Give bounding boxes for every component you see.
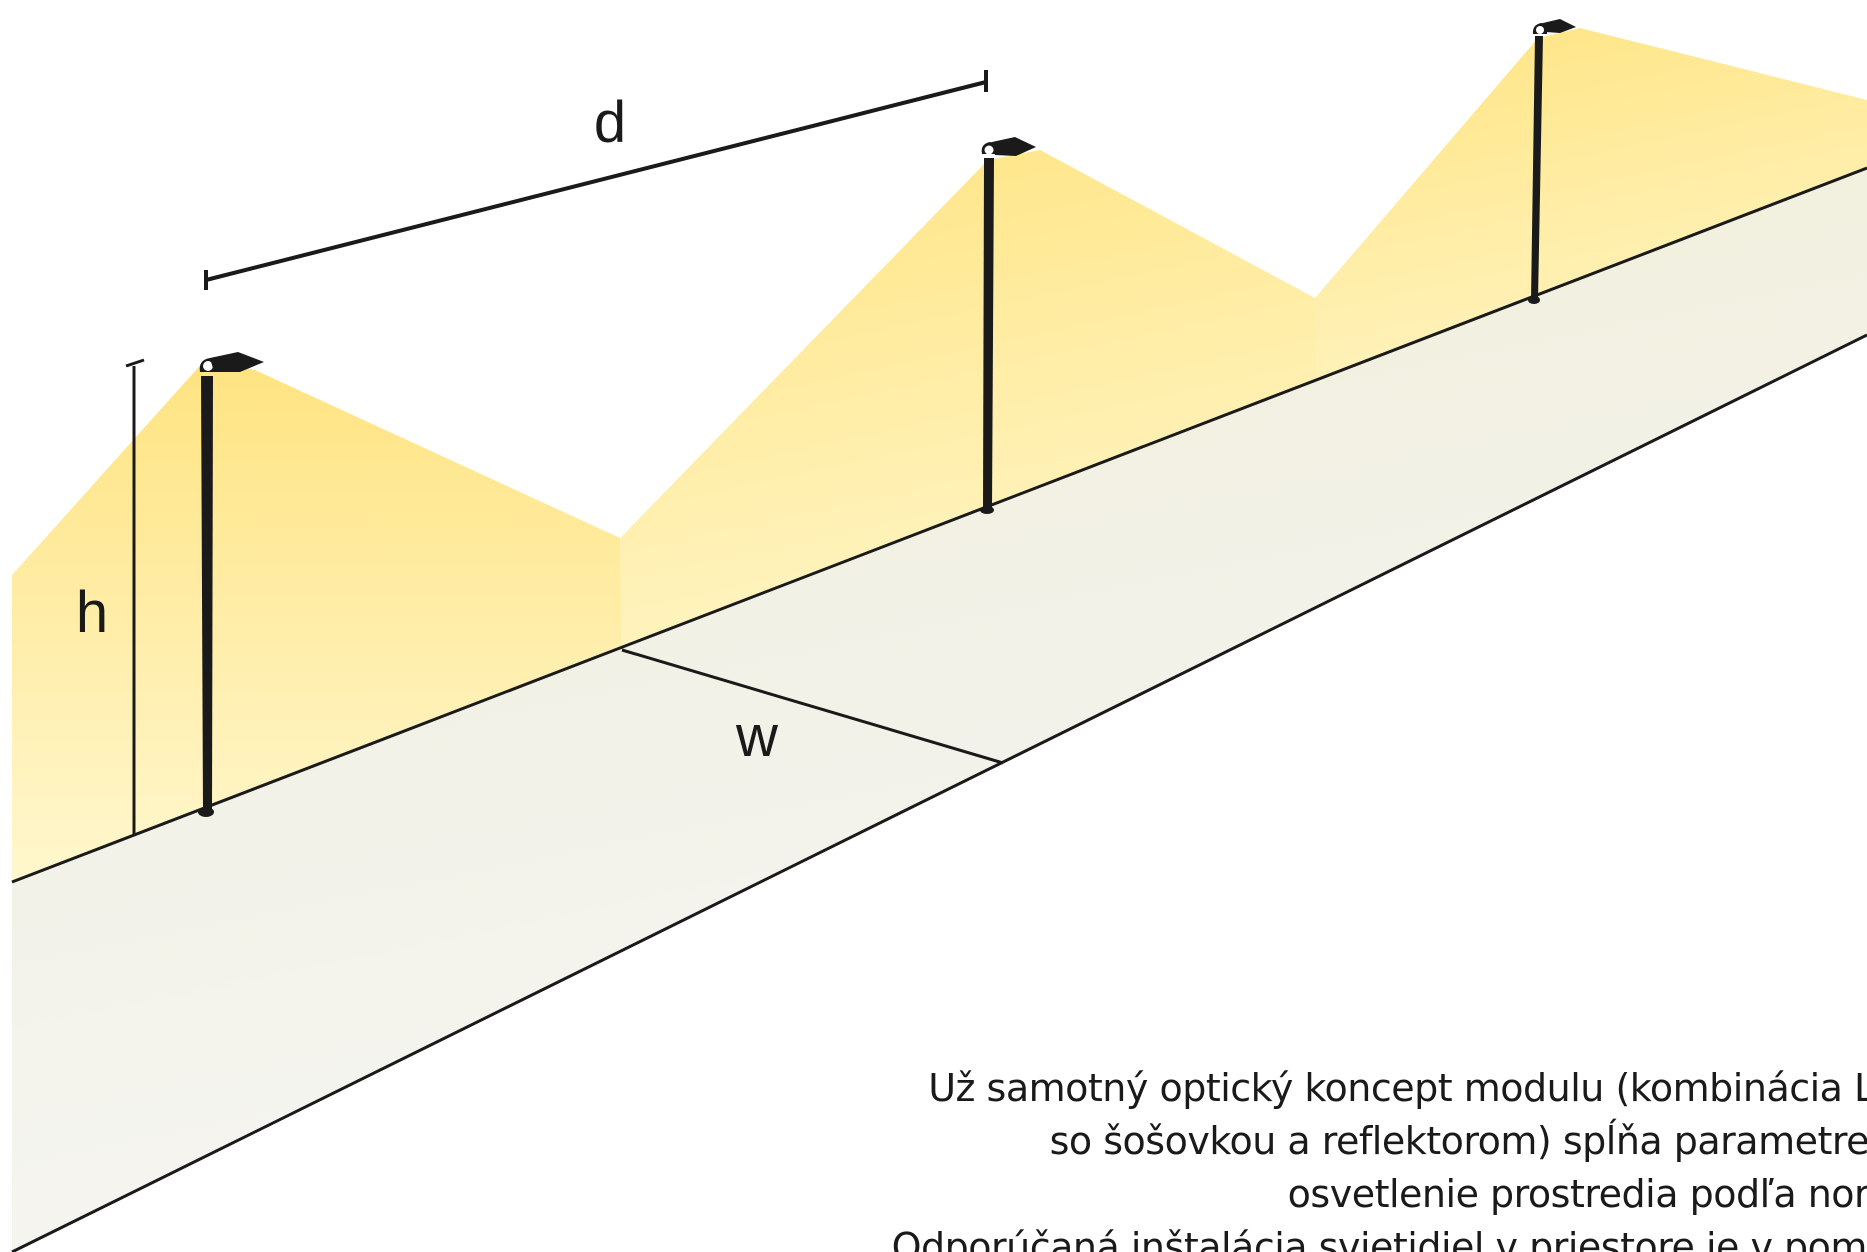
street-lamp-icon [198,352,264,817]
height-label: h [76,580,108,645]
road-edge-front [11,333,1867,1252]
height-dimension [125,358,145,836]
caption-line-2: so šošovkou a reflektorom) spĺňa paramet… [1049,1119,1867,1163]
street-lamp-icon [1528,19,1576,304]
caption-line-3: osvetlenie prostredia podľa normy [1287,1172,1867,1216]
light-cone-2 [620,150,1318,650]
width-label: w [735,704,779,769]
spacing-label: d [594,90,626,155]
road-edge-back [11,166,1867,884]
caption-line-4: Odporúčaná inštalácia svietidiel v pries… [891,1225,1867,1252]
spacing-dimension [204,70,988,290]
caption-line-1: Už samotný optický koncept modulu (kombi… [928,1066,1867,1110]
road-surface [12,168,1867,1252]
caption-text: Už samotný optický koncept modulu (kombi… [892,1062,1867,1252]
light-cone-1 [12,360,622,882]
light-cone-3 [1315,28,1867,420]
width-dimension-line [621,648,1004,765]
street-lamp-icon [980,137,1036,514]
